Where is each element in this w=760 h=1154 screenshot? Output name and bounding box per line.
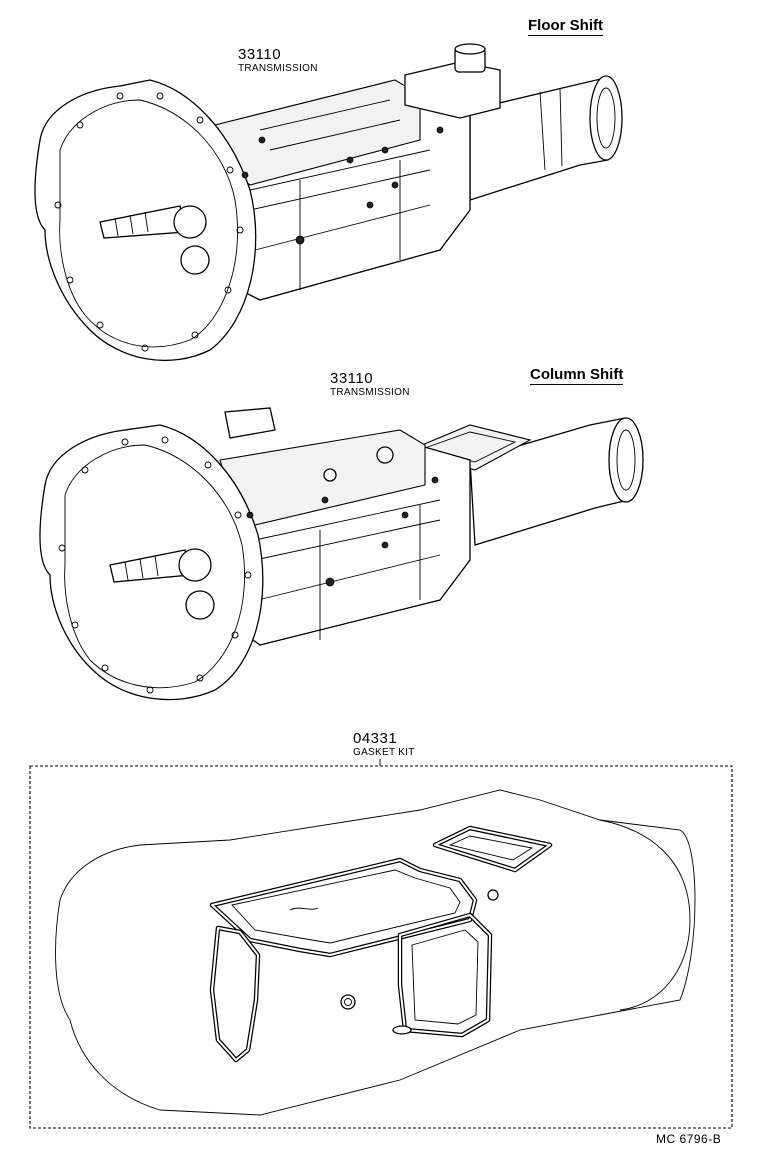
gasket-kit-frame: [29, 765, 733, 1129]
drawing-code: MC 6796-B: [656, 1132, 722, 1146]
floor-shift-part-number: 33110: [238, 46, 282, 63]
column-shift-part-name: TRANSMISSION: [330, 387, 410, 398]
floor-shift-heading: Floor Shift: [528, 17, 603, 36]
bolt-holes: [54, 92, 244, 352]
o-ring: [392, 1025, 412, 1035]
column-shift-part-number: 33110: [330, 370, 374, 387]
gasket-kit-part-name: GASKET KIT: [353, 747, 415, 758]
floor-shift-transmission-illustration: [34, 43, 623, 362]
oil-seal: [340, 994, 356, 1010]
bolt-holes-column: [58, 436, 252, 694]
column-shift-heading: Column Shift: [530, 366, 624, 385]
floor-shift-part-name: TRANSMISSION: [238, 63, 318, 74]
column-shift-transmission-illustration: [39, 407, 644, 701]
gasket-kit-part-number: 04331: [353, 730, 398, 747]
